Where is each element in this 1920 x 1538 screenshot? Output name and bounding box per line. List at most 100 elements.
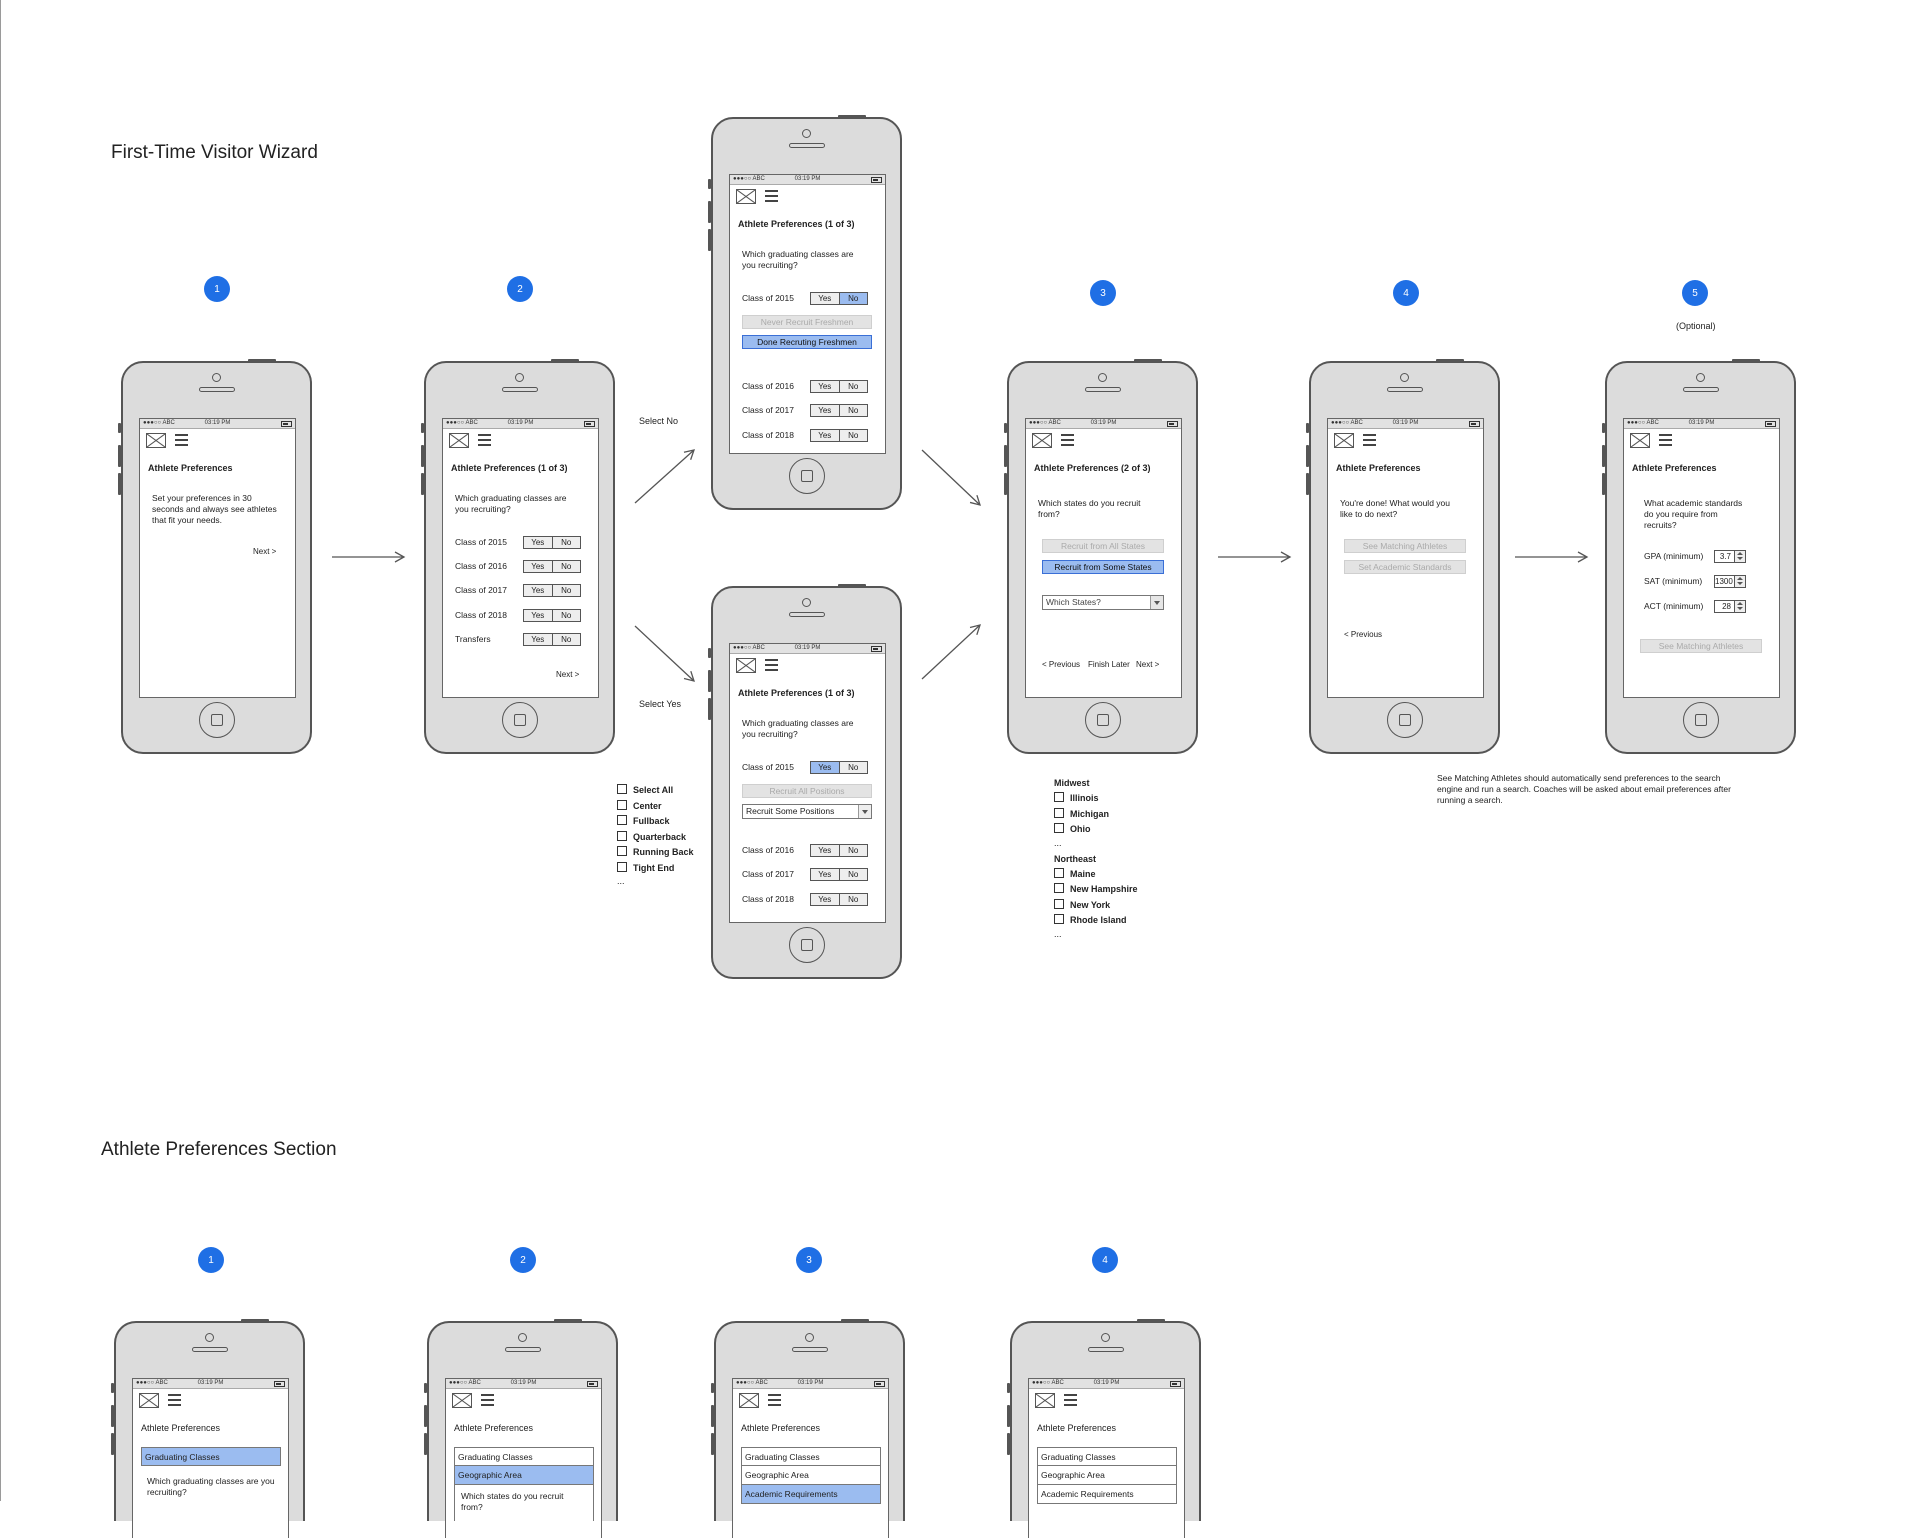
- class-row-label: Class of 2015: [455, 537, 507, 547]
- position-checkbox[interactable]: Center: [617, 799, 694, 815]
- home-button[interactable]: [198, 702, 235, 738]
- hamburger-menu-icon[interactable]: [1659, 434, 1672, 446]
- gpa-stepper[interactable]: 3.7: [1714, 550, 1746, 563]
- next-link[interactable]: Next >: [1136, 660, 1160, 669]
- optional-label: (Optional): [1676, 321, 1716, 331]
- class-row-label: Class of 2016: [742, 381, 794, 391]
- position-checkbox[interactable]: Fullback: [617, 814, 694, 830]
- logo-placeholder-icon: [449, 433, 469, 448]
- state-checkbox[interactable]: Ohio: [1054, 822, 1138, 838]
- accordion-graduating-classes[interactable]: Graduating Classes: [454, 1447, 594, 1466]
- state-checkbox[interactable]: New York: [1054, 898, 1138, 914]
- hamburger-menu-icon[interactable]: [168, 1394, 181, 1406]
- camera-icon: [1399, 373, 1409, 382]
- state-checkbox[interactable]: New Hampshire: [1054, 882, 1138, 898]
- screen-title: Athlete Preferences: [454, 1423, 534, 1433]
- logo-placeholder-icon: [1334, 433, 1354, 448]
- never-recruit-freshmen-button[interactable]: Never Recruit Freshmen: [742, 315, 872, 329]
- hamburger-menu-icon[interactable]: [765, 659, 778, 671]
- position-checkbox[interactable]: Tight End: [617, 861, 694, 877]
- hamburger-menu-icon[interactable]: [1061, 434, 1074, 446]
- camera-icon: [801, 129, 811, 138]
- recruit-all-positions-button[interactable]: Recruit All Positions: [742, 784, 872, 798]
- sat-stepper[interactable]: 1300: [1714, 575, 1746, 588]
- hamburger-menu-icon[interactable]: [1363, 434, 1376, 446]
- hamburger-menu-icon[interactable]: [478, 434, 491, 446]
- next-link[interactable]: Next >: [253, 547, 277, 556]
- which-states-select[interactable]: Which States?: [1042, 595, 1164, 610]
- hamburger-menu-icon[interactable]: [175, 434, 188, 446]
- class-row-label: Class of 2017: [455, 585, 507, 595]
- position-checkbox[interactable]: Select All: [617, 783, 694, 799]
- set-academic-standards-button[interactable]: Set Academic Standards: [1344, 560, 1466, 574]
- accordion-geographic-area[interactable]: Geographic Area: [1037, 1466, 1177, 1485]
- home-button[interactable]: [1682, 702, 1719, 738]
- home-button[interactable]: [501, 702, 538, 738]
- state-checkbox[interactable]: Maine: [1054, 867, 1138, 883]
- accordion-graduating-classes[interactable]: Graduating Classes: [141, 1447, 281, 1466]
- question-text: Which graduating classes are you recruit…: [455, 493, 567, 514]
- state-checkbox[interactable]: Michigan: [1054, 807, 1138, 823]
- step-badge-4: 4: [1393, 280, 1419, 306]
- hamburger-menu-icon[interactable]: [765, 190, 778, 202]
- accordion-academic-requirements[interactable]: Academic Requirements: [741, 1485, 881, 1504]
- home-button[interactable]: [788, 458, 825, 494]
- recruit-some-positions-select[interactable]: Recruit Some Positions: [742, 804, 872, 819]
- hamburger-menu-icon[interactable]: [768, 1394, 781, 1406]
- home-button[interactable]: [1084, 702, 1121, 738]
- see-matching-athletes-button[interactable]: See Matching Athletes: [1640, 639, 1762, 653]
- stepper-arrows-icon: [1734, 576, 1745, 587]
- previous-link[interactable]: < Previous: [1042, 660, 1081, 669]
- act-stepper[interactable]: 28: [1714, 600, 1746, 613]
- position-checkbox[interactable]: Quarterback: [617, 830, 694, 846]
- hamburger-menu-icon[interactable]: [481, 1394, 494, 1406]
- screen-title: Athlete Preferences: [1632, 463, 1717, 473]
- see-matching-athletes-button[interactable]: See Matching Athletes: [1344, 539, 1466, 553]
- home-button[interactable]: [1386, 702, 1423, 738]
- pref-badge-4: 4: [1092, 1247, 1118, 1273]
- recruit-some-states-button[interactable]: Recruit from Some States: [1042, 560, 1164, 574]
- position-checkbox[interactable]: Running Back: [617, 845, 694, 861]
- state-checkbox[interactable]: Illinois: [1054, 791, 1138, 807]
- previous-link[interactable]: < Previous: [1344, 630, 1383, 639]
- intro-text: Set your preferences in 30 seconds and a…: [152, 493, 277, 525]
- home-button[interactable]: [788, 927, 825, 963]
- accordion-geographic-area[interactable]: Geographic Area: [741, 1466, 881, 1485]
- speaker-icon: [501, 387, 538, 392]
- accordion-academic-requirements[interactable]: Academic Requirements: [1037, 1485, 1177, 1504]
- finish-later-link[interactable]: Finish Later: [1088, 660, 1130, 669]
- next-link[interactable]: Next >: [556, 670, 580, 679]
- done-recruiting-freshmen-button[interactable]: Done Recruting Freshmen: [742, 335, 872, 349]
- step-badge-3: 3: [1090, 280, 1116, 306]
- state-checkbox[interactable]: Rhode Island: [1054, 913, 1138, 929]
- accordion-graduating-classes[interactable]: Graduating Classes: [741, 1447, 881, 1466]
- recruit-all-states-button[interactable]: Recruit from All States: [1042, 539, 1164, 553]
- arrow-2-to-yes: [634, 625, 695, 682]
- hamburger-menu-icon[interactable]: [1064, 1394, 1077, 1406]
- camera-icon: [804, 1333, 814, 1342]
- accordion-geographic-area[interactable]: Geographic Area: [454, 1466, 594, 1485]
- accordion-graduating-classes[interactable]: Graduating Classes: [1037, 1447, 1177, 1466]
- logo-placeholder-icon: [146, 433, 166, 448]
